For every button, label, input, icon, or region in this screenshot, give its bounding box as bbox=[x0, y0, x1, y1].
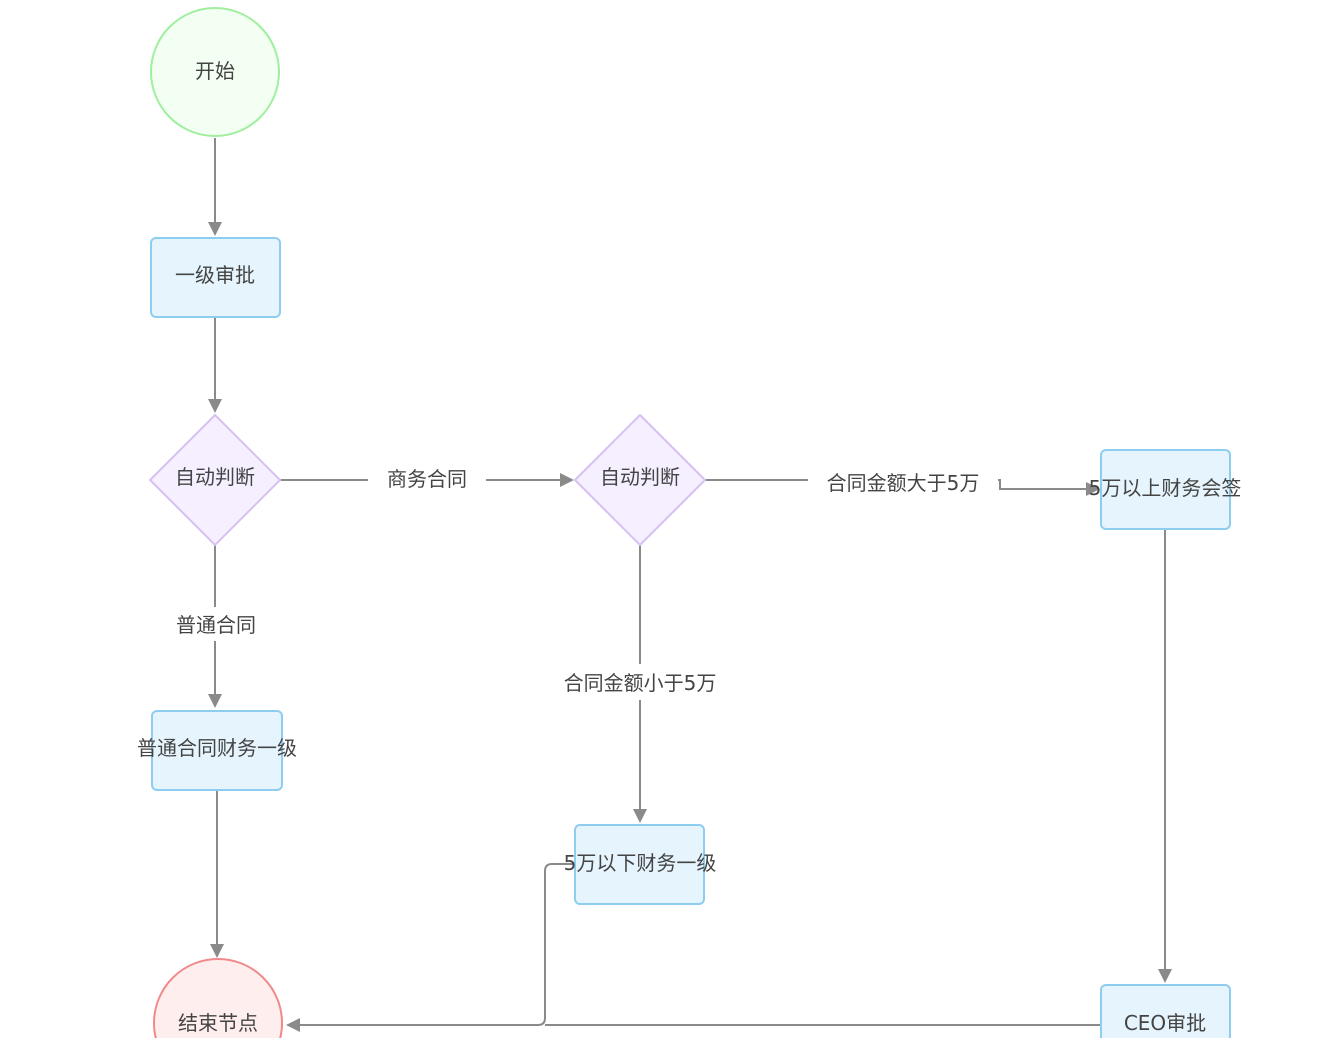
node-finance-above-label: 5万以上财务会签 bbox=[1089, 476, 1242, 500]
node-approval-level1[interactable]: 一级审批 bbox=[150, 237, 281, 318]
edge-label-amount-lt: 合同金额小于5万 bbox=[564, 671, 717, 695]
node-decision2[interactable]: 自动判断 bbox=[573, 413, 707, 547]
node-end[interactable]: 结束节点 bbox=[153, 958, 283, 1043]
node-ceo-approval-label: CEO审批 bbox=[1124, 1011, 1206, 1035]
node-finance-below[interactable]: 5万以下财务一级 bbox=[564, 824, 717, 905]
edge-labels: 商务合同 合同金额大于5万 普通合同 合同金额小于5万 bbox=[166, 462, 998, 700]
end-circle bbox=[153, 958, 283, 1043]
normal-finance-box bbox=[151, 710, 283, 791]
approval-level1-box bbox=[150, 237, 281, 318]
node-approval-level1-label: 一级审批 bbox=[175, 263, 255, 287]
node-normal-finance-label: 普通合同财务一级 bbox=[137, 736, 297, 760]
edge-label-amount-gt: 合同金额大于5万 bbox=[827, 471, 980, 495]
node-start[interactable]: 开始 bbox=[150, 7, 280, 137]
nodes: 开始 一级审批 自动判断 自动判断 5万以上财务会签 普通合同财务一级 bbox=[137, 7, 1242, 1043]
node-ceo-approval[interactable]: CEO审批 bbox=[1100, 984, 1231, 1043]
node-finance-above[interactable]: 5万以上财务会签 bbox=[1089, 449, 1242, 530]
label-bg-amount-lt bbox=[552, 664, 728, 700]
node-start-label: 开始 bbox=[195, 59, 235, 83]
start-circle bbox=[150, 7, 280, 137]
node-finance-below-label: 5万以下财务一级 bbox=[564, 851, 717, 875]
node-end-label: 结束节点 bbox=[178, 1011, 258, 1035]
edge-finance-below-to-end[interactable] bbox=[286, 863, 575, 1032]
node-normal-finance[interactable]: 普通合同财务一级 bbox=[137, 710, 297, 791]
finance-above-box bbox=[1100, 449, 1231, 530]
ceo-approval-box bbox=[1100, 984, 1231, 1043]
label-bg-business bbox=[368, 462, 486, 496]
label-bg-amount-gt bbox=[808, 466, 998, 500]
finance-below-box bbox=[574, 824, 705, 905]
edge-label-business-contract: 商务合同 bbox=[387, 467, 467, 491]
node-decision1[interactable]: 自动判断 bbox=[148, 413, 282, 547]
node-decision1-label: 自动判断 bbox=[175, 465, 255, 489]
edge-label-normal-contract: 普通合同 bbox=[176, 613, 256, 637]
label-bg-normal bbox=[166, 607, 266, 641]
node-decision2-label: 自动判断 bbox=[600, 465, 680, 489]
decision2-diamond bbox=[573, 413, 707, 547]
decision1-diamond bbox=[148, 413, 282, 547]
